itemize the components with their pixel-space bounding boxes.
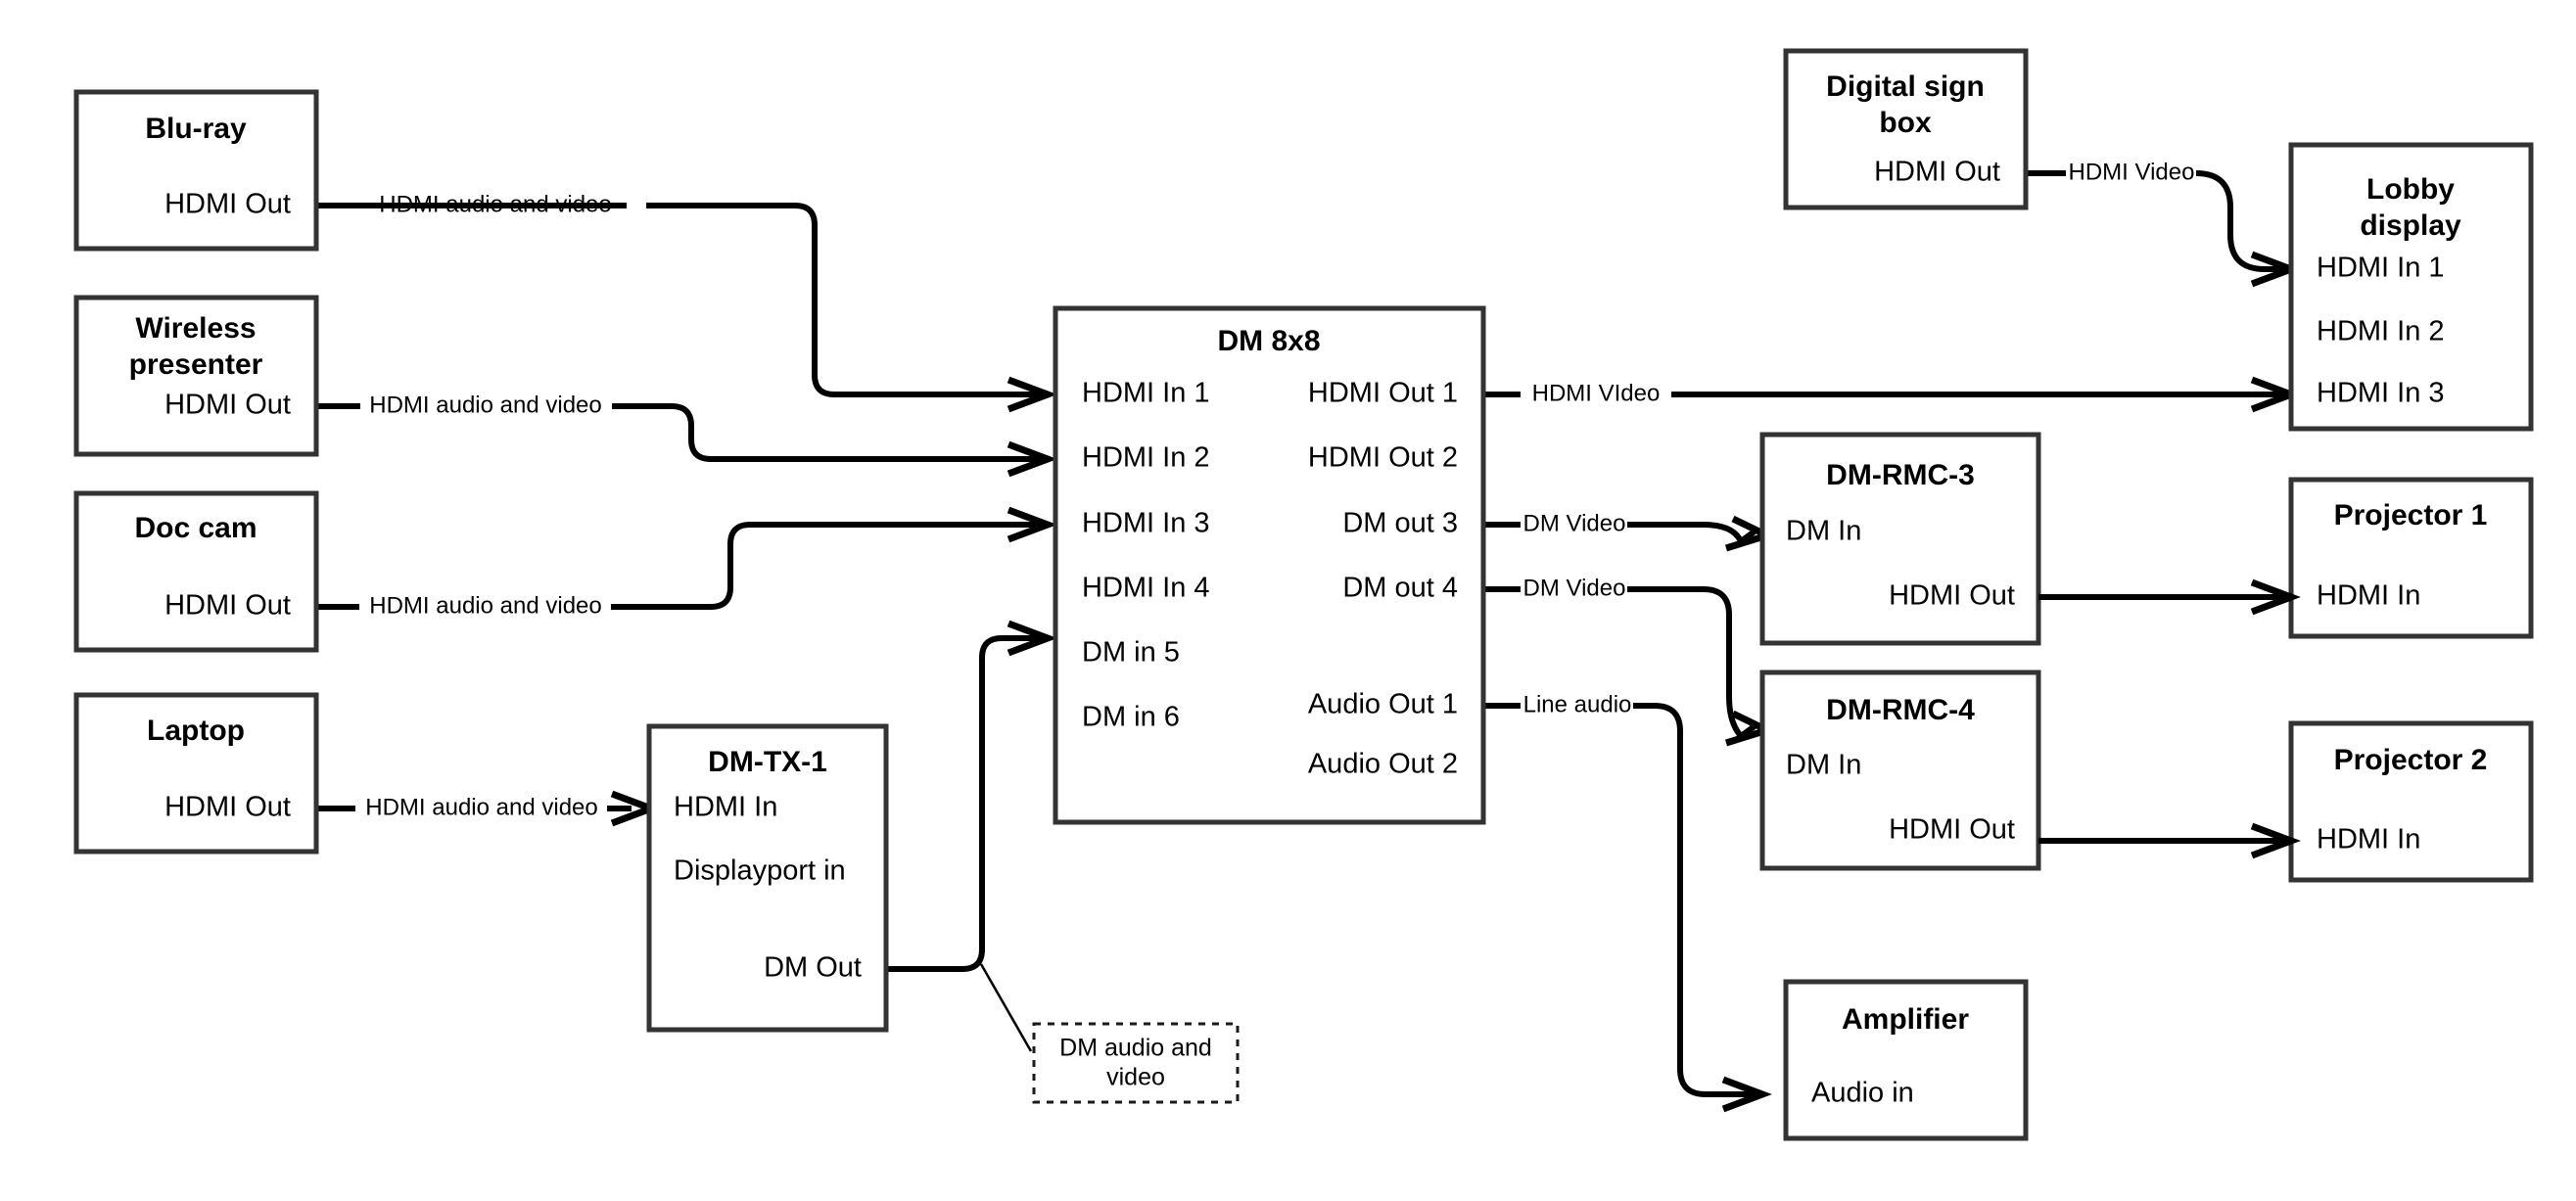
- bluray-title: Blu-ray: [145, 113, 247, 145]
- dm-rmc-3-title: DM-RMC-3: [1826, 459, 1975, 491]
- projector-1-title: Projector 1: [2334, 499, 2488, 531]
- edge-label-sign-to-lobby: HDMI Video: [2069, 159, 2195, 185]
- node-dm-rmc-4[interactable]: DM-RMC-4 DM In HDMI Out: [1759, 670, 2041, 871]
- node-dm-8x8[interactable]: DM 8x8 HDMI In 1 HDMI In 2 HDMI In 3 HDM…: [1053, 305, 1486, 825]
- amplifier-title: Amplifier: [1842, 1003, 1969, 1036]
- edge-label-hdmiout1-to-lobby: HDMI VIdeo: [1532, 380, 1661, 406]
- edge-label-bluray-to-dm8x8: HDMI audio and video: [379, 191, 611, 217]
- callout-dm-audio-video-line1: DM audio and: [1059, 1035, 1212, 1062]
- wireless-presenter-title-line2: presenter: [129, 348, 263, 381]
- dm-tx-1-box[interactable]: [646, 723, 889, 1033]
- dm-rmc-3-port-dm-in: DM In: [1786, 516, 1861, 547]
- doc-cam-title: Doc cam: [134, 512, 257, 544]
- lobby-display-title-line1: Lobby: [2366, 173, 2455, 206]
- dm-8x8-box[interactable]: [1053, 305, 1486, 825]
- projector-2-port-hdmi-in: HDMI In: [2317, 824, 2420, 855]
- doc-cam-box[interactable]: [73, 490, 319, 653]
- digital-sign-box-title-line2: box: [1879, 107, 1932, 139]
- node-projector-1[interactable]: Projector 1 HDMI In: [2288, 477, 2534, 639]
- node-wireless-presenter[interactable]: Wireless presenter HDMI Out: [73, 295, 319, 457]
- dm-8x8-output-dm-out-3: DM out 3: [1342, 508, 1458, 539]
- dm-rmc-4-title: DM-RMC-4: [1826, 694, 1975, 726]
- dm-8x8-title: DM 8x8: [1217, 325, 1320, 357]
- dm-8x8-input-dm-in-5: DM in 5: [1082, 637, 1180, 669]
- bluray-box[interactable]: [73, 89, 319, 252]
- dm-tx-1-port-hdmi-in: HDMI In: [674, 792, 777, 823]
- wireless-presenter-box[interactable]: [73, 295, 319, 457]
- laptop-box[interactable]: [73, 692, 319, 855]
- dm-8x8-input-hdmi-in-3: HDMI In 3: [1082, 508, 1210, 539]
- wireless-presenter-title-line1: Wireless: [135, 312, 256, 345]
- link-wireless-to-dm8x8-hdmi-in-2: [316, 403, 1057, 478]
- callout-dm-audio-video-box: [1032, 1022, 1240, 1104]
- edge-label-dmout3-to-rmc3: DM Video: [1523, 510, 1626, 536]
- callout-dm-audio-video-line2: video: [1106, 1064, 1165, 1091]
- edge-label-wireless-to-dm8x8: HDMI audio and video: [369, 392, 601, 418]
- dm-rmc-4-port-hdmi-out: HDMI Out: [1889, 814, 2015, 846]
- dm-8x8-output-hdmi-out-2: HDMI Out 2: [1308, 442, 1458, 474]
- dm-8x8-input-hdmi-in-2: HDMI In 2: [1082, 442, 1210, 474]
- amplifier-box[interactable]: [1783, 979, 2029, 1141]
- projector-1-port-hdmi-in: HDMI In: [2317, 580, 2420, 612]
- dm-rmc-4-port-dm-in: DM In: [1786, 750, 1861, 781]
- link-doccam-to-dm8x8-hdmi-in-3: [316, 506, 1057, 610]
- dm-8x8-output-audio-out-1: Audio Out 1: [1308, 689, 1458, 720]
- digital-sign-box-port-hdmi-out: HDMI Out: [1874, 157, 2000, 188]
- doc-cam-port-hdmi-out: HDMI Out: [164, 590, 291, 622]
- edge-label-dmout4-to-rmc4: DM Video: [1523, 575, 1626, 601]
- laptop-title: Laptop: [147, 715, 245, 747]
- dm-rmc-3-box[interactable]: [1759, 432, 2041, 646]
- lobby-display-port-hdmi-in-1: HDMI In 1: [2317, 253, 2445, 284]
- link-dm8x8-dm-out-4-to-rmc4-dm-in: [1483, 586, 1777, 747]
- link-dmtx1-to-dm8x8-dm-in-5: [886, 620, 1057, 972]
- dm-8x8-output-audio-out-2: Audio Out 2: [1308, 749, 1458, 780]
- node-doc-cam[interactable]: Doc cam HDMI Out: [73, 490, 319, 653]
- digital-sign-box-title-line1: Digital sign: [1826, 70, 1985, 103]
- link-digitalsign-to-lobby-hdmi-in-1: [2026, 170, 2301, 288]
- lobby-display-port-hdmi-in-2: HDMI In 2: [2317, 316, 2445, 347]
- node-projector-2[interactable]: Projector 2 HDMI In: [2288, 720, 2534, 883]
- edge-label-laptop-to-dmtx1: HDMI audio and video: [365, 794, 597, 820]
- callout-dm-audio-and-video: DM audio and video: [1032, 1022, 1240, 1104]
- node-laptop[interactable]: Laptop HDMI Out: [73, 692, 319, 855]
- dm-tx-1-port-displayport-in: Displayport in: [674, 855, 846, 887]
- projector-2-title: Projector 2: [2334, 744, 2488, 776]
- dm-rmc-3-port-hdmi-out: HDMI Out: [1889, 580, 2015, 612]
- lobby-display-title-line2: display: [2360, 209, 2461, 242]
- projector-1-box[interactable]: [2288, 477, 2534, 639]
- laptop-port-hdmi-out: HDMI Out: [164, 792, 291, 823]
- link-dm8x8-audio-out-1-to-amplifier: [1483, 703, 1772, 1113]
- leader-dm-audio-video-callout: [979, 963, 1033, 1052]
- dm-8x8-output-dm-out-4: DM out 4: [1342, 573, 1458, 604]
- link-rmc4-hdmi-out-to-projector2: [2038, 822, 2301, 859]
- lobby-display-box[interactable]: [2288, 142, 2534, 432]
- projector-2-box[interactable]: [2288, 720, 2534, 883]
- node-lobby-display[interactable]: Lobby display HDMI In 1 HDMI In 2 HDMI I…: [2288, 142, 2534, 432]
- link-bluray-to-dm8x8-hdmi-in-1: [316, 203, 1057, 413]
- edge-label-doccam-to-dm8x8: HDMI audio and video: [369, 592, 601, 619]
- dm-tx-1-port-dm-out: DM Out: [764, 952, 862, 984]
- node-dm-rmc-3[interactable]: DM-RMC-3 DM In HDMI Out: [1759, 432, 2041, 646]
- node-dm-tx-1[interactable]: DM-TX-1 HDMI In Displayport in DM Out: [646, 723, 889, 1033]
- edge-label-audioout1-to-amplifier: Line audio: [1523, 691, 1632, 717]
- lobby-display-port-hdmi-in-3: HDMI In 3: [2317, 378, 2445, 409]
- bluray-port-hdmi-out: HDMI Out: [164, 189, 291, 220]
- dm-8x8-input-hdmi-in-4: HDMI In 4: [1082, 573, 1210, 604]
- node-amplifier[interactable]: Amplifier Audio in: [1783, 979, 2029, 1141]
- dm-rmc-4-box[interactable]: [1759, 670, 2041, 871]
- wireless-presenter-port-hdmi-out: HDMI Out: [164, 390, 291, 421]
- digital-sign-box-rect[interactable]: [1783, 48, 2029, 210]
- dm-8x8-input-dm-in-6: DM in 6: [1082, 702, 1180, 733]
- node-bluray[interactable]: Blu-ray HDMI Out: [73, 89, 319, 252]
- dm-8x8-input-hdmi-in-1: HDMI In 1: [1082, 378, 1210, 409]
- dm-tx-1-title: DM-TX-1: [708, 746, 827, 778]
- node-digital-sign-box[interactable]: Digital sign box HDMI Out: [1783, 48, 2029, 210]
- dm-8x8-output-hdmi-out-1: HDMI Out 1: [1308, 378, 1458, 409]
- amplifier-port-audio-in: Audio in: [1811, 1078, 1914, 1109]
- link-rmc3-hdmi-out-to-projector1: [2038, 578, 2301, 616]
